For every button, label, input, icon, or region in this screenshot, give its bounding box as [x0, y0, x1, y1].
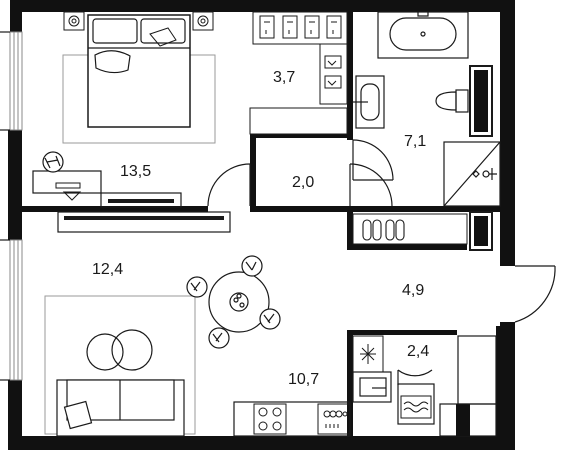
hall: 4,9: [352, 211, 556, 323]
oven-icon: [317, 403, 351, 435]
corridor: 2,0: [207, 163, 393, 207]
bathtub-icon: [377, 11, 469, 59]
wardrobe: 3,7: [249, 11, 348, 135]
desk-chair-icon: [42, 151, 64, 173]
sink-icon: [352, 75, 385, 129]
washing-machine-icon: [400, 395, 432, 419]
outer-walls: [8, 0, 515, 450]
room-area-wardrobe: 3,7: [273, 69, 295, 86]
window-icon: [9, 31, 23, 381]
room-area-living-room: 12,4: [92, 261, 123, 278]
hanger-icon: [259, 15, 342, 39]
room-area-corridor: 2,0: [292, 174, 314, 191]
interior-walls: [22, 12, 505, 436]
door-swing-icon: [352, 139, 394, 181]
nightstand-icon: [63, 11, 214, 31]
hanger-icon: [324, 55, 342, 89]
shoes-icon: [362, 219, 405, 241]
bathroom: 7,1: [352, 11, 501, 207]
sink-icon: [352, 371, 392, 403]
pillow-icon: [92, 18, 138, 44]
door-swing-icon: [207, 163, 393, 207]
room-area-storage: 2,4: [407, 343, 429, 360]
storage: 2,4: [397, 335, 497, 437]
toilet-icon: [435, 89, 469, 113]
room-area-hall: 4,9: [402, 282, 424, 299]
stove-icon: [253, 403, 287, 435]
room-area-bathroom: 7,1: [404, 133, 426, 150]
door-swing-icon: [514, 265, 556, 323]
desk-icon: [32, 170, 102, 194]
bedroom: 13,5: [32, 11, 216, 208]
chair-icon: [186, 255, 281, 349]
pillow-icon: [140, 18, 186, 44]
tv-unit-icon: [57, 211, 231, 233]
coffee-table-icon: [86, 329, 153, 371]
window-icon: [0, 31, 10, 381]
kitchen: 10,7: [233, 335, 433, 437]
fridge-icon: [352, 335, 384, 373]
sofa-icon: [56, 379, 185, 437]
room-area-bedroom: 13,5: [120, 163, 151, 180]
door-swing-icon: [397, 369, 433, 385]
shower-icon: [443, 141, 501, 207]
room-area-kitchen: 10,7: [288, 371, 319, 388]
living-room: 12,4: [44, 211, 281, 437]
dining-table-icon: [208, 271, 270, 333]
